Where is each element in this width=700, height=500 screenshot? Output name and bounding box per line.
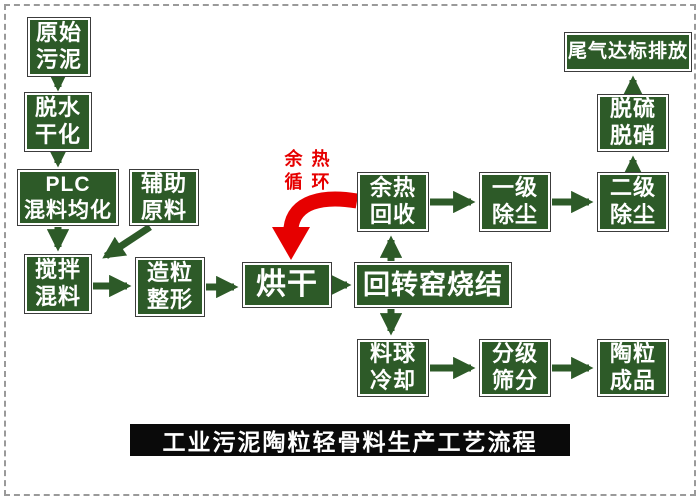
node-dust-removal-2: 二级 除尘 <box>598 173 668 231</box>
node-finished-product: 陶粒 成品 <box>598 340 668 396</box>
node-exhaust-discharge: 尾气达标排放 <box>565 33 691 71</box>
arrow-heat-cycle-head <box>272 227 310 260</box>
heat-cycle-label: 余 热 循 环 <box>284 149 332 192</box>
node-dust-removal-1: 一级 除尘 <box>480 173 550 231</box>
node-plc-homogenizing: PLC 混料均化 <box>18 170 118 225</box>
node-rotary-kiln: 回转窑烧结 <box>355 263 511 307</box>
node-screening: 分级 筛分 <box>480 340 550 396</box>
node-dewatering: 脱水 干化 <box>25 93 91 151</box>
arrow-heat-cycle-curve <box>283 191 359 230</box>
node-raw-sludge: 原始 污泥 <box>28 18 90 76</box>
node-pellet-cooling: 料球 冷却 <box>358 340 428 396</box>
node-granulation: 造粒 整形 <box>136 258 204 316</box>
arrow-aux-to-mixing <box>102 224 152 259</box>
node-drying: 烘干 <box>243 263 331 307</box>
node-aux-material: 辅助 原料 <box>130 170 198 225</box>
diagram-title: 工业污泥陶粒轻骨料生产工艺流程 <box>130 424 570 456</box>
node-desulfurization: 脱硫 脱硝 <box>598 95 668 151</box>
node-heat-recovery: 余热 回收 <box>358 173 428 231</box>
node-mixing: 搅拌 混料 <box>25 255 91 313</box>
